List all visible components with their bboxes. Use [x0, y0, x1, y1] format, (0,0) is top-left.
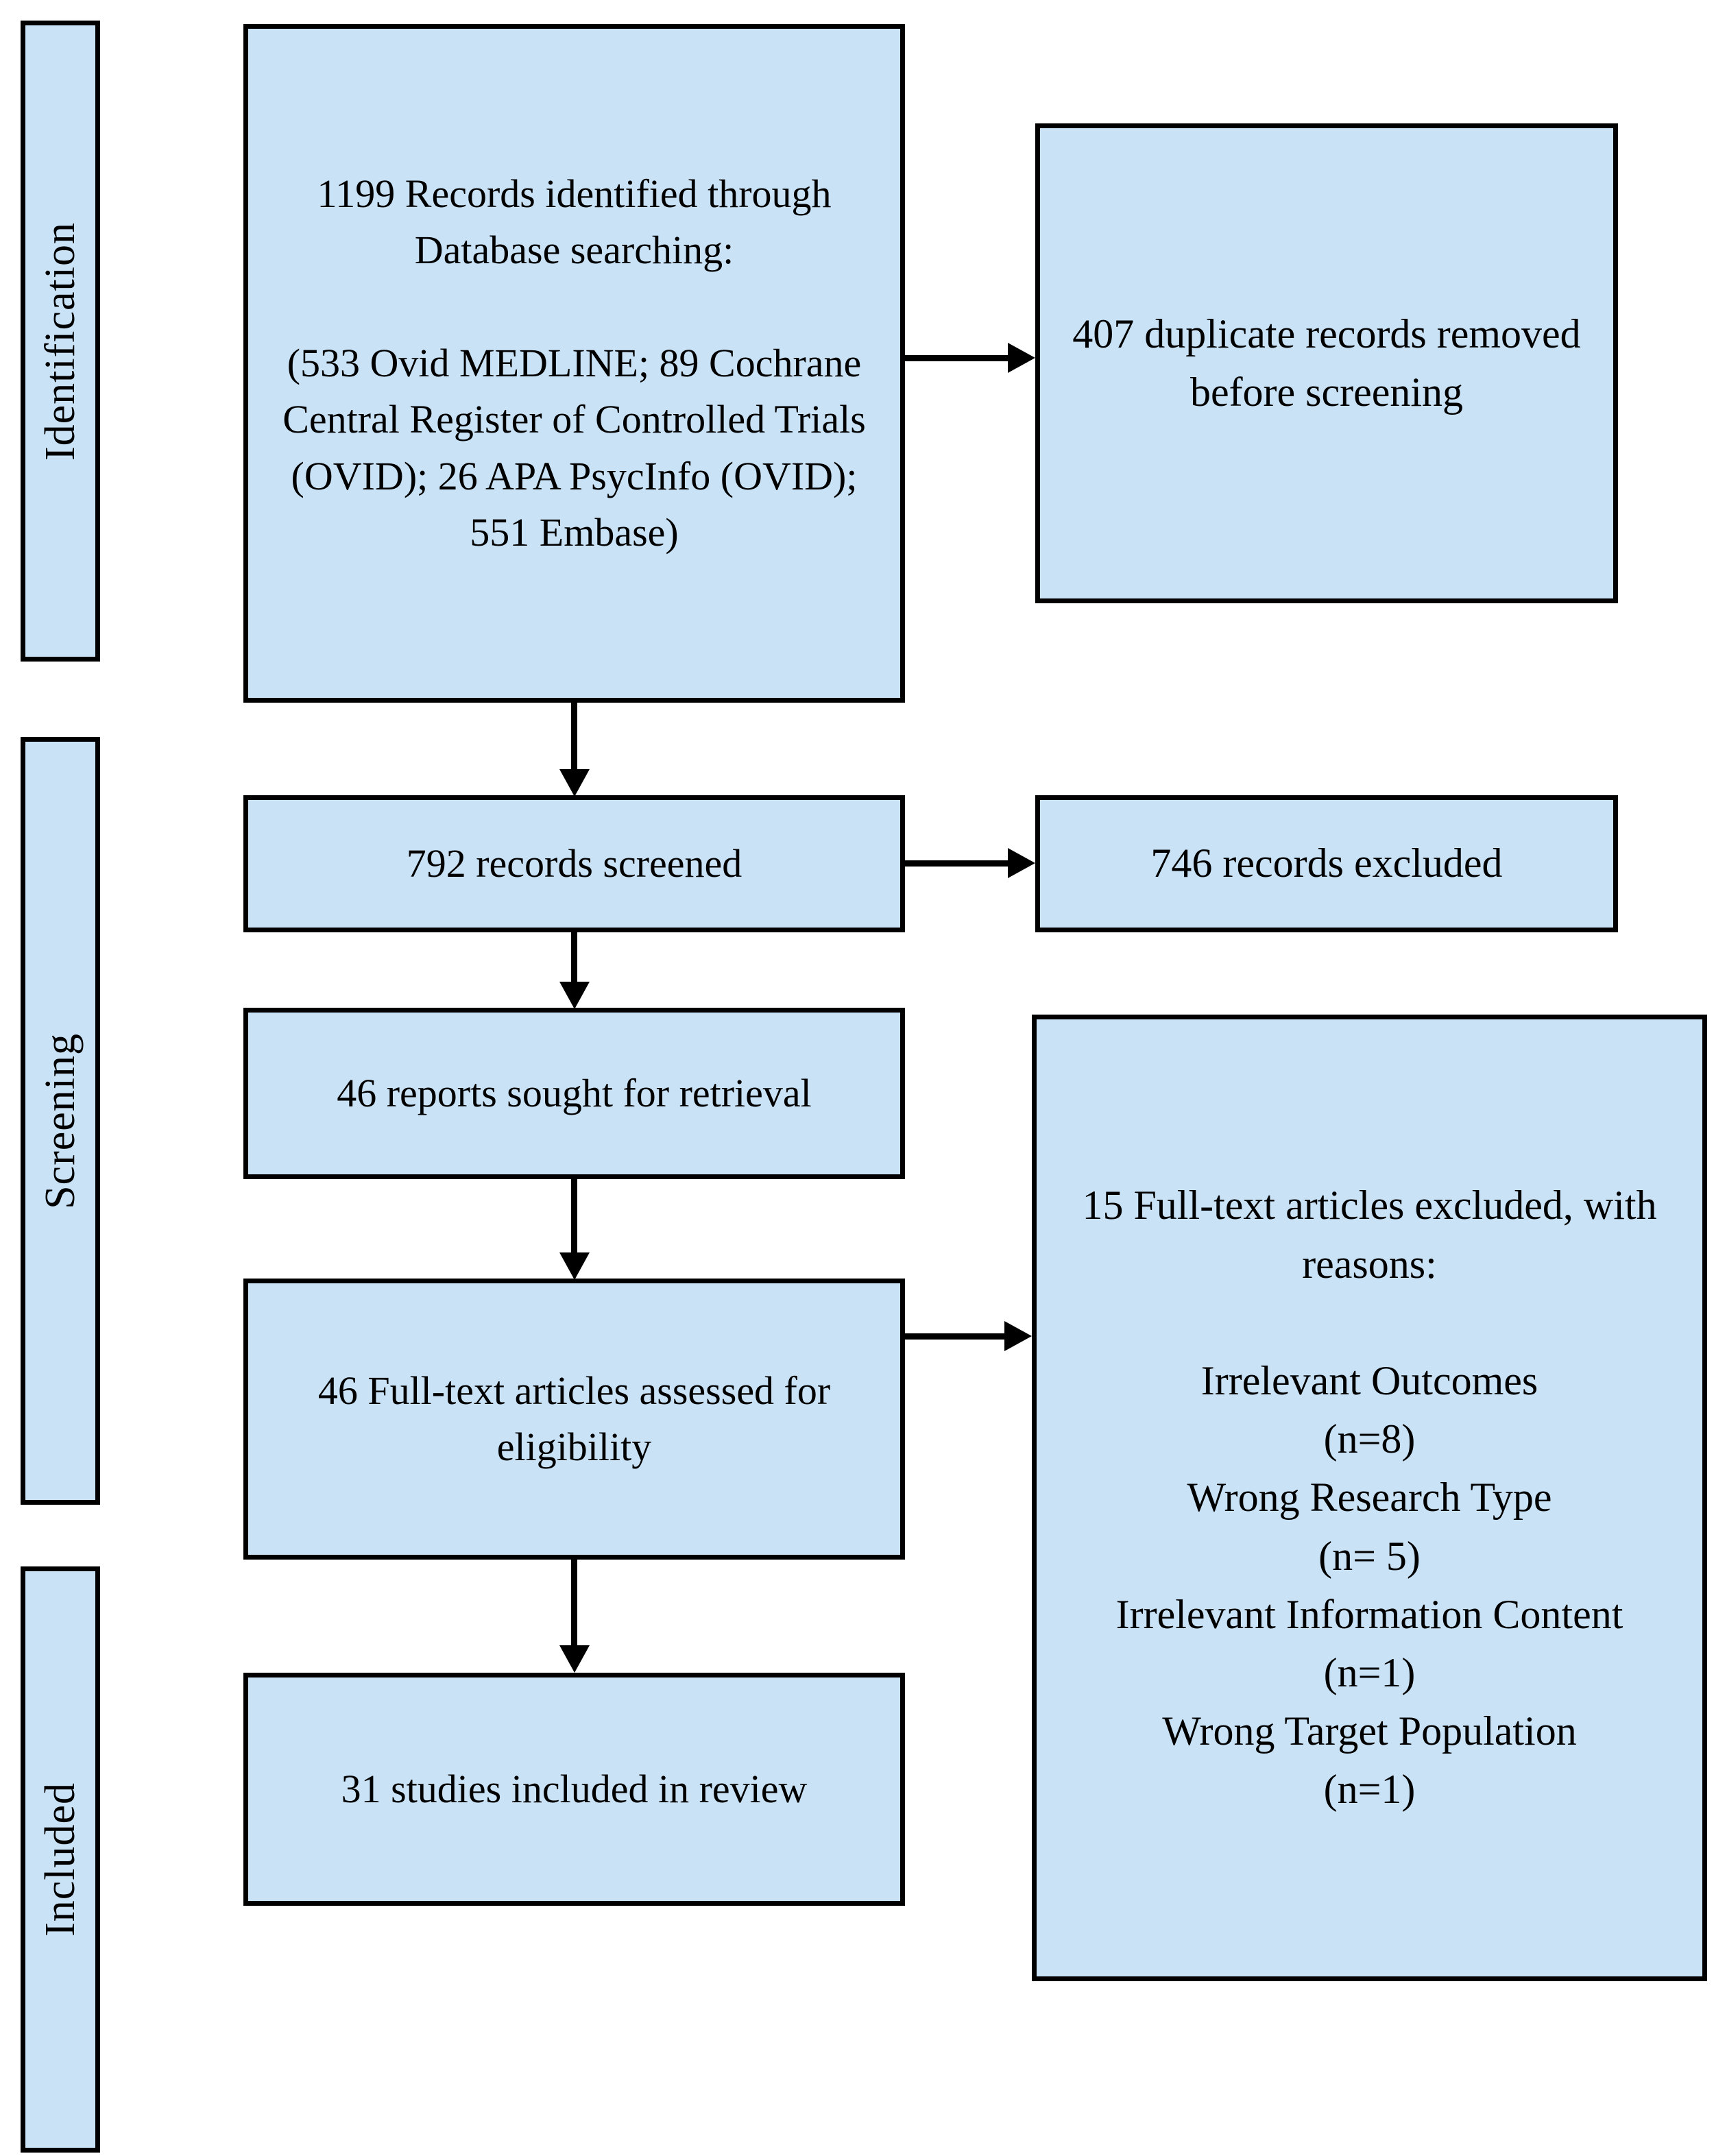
stage-screening: Screening — [21, 737, 100, 1505]
connector-screened-to-sought — [571, 932, 577, 984]
arrowhead-identified-to-screened — [559, 769, 590, 797]
arrowhead-assessed-to-included — [559, 1645, 590, 1673]
box-records-screened: 792 records screened — [243, 795, 905, 932]
connector-identified-to-screened — [571, 703, 577, 771]
box-fulltext-assessed: 46 Full-text articles assessed for eligi… — [243, 1279, 905, 1560]
box-reports-sought-text: 46 reports sought for retrieval — [337, 1070, 812, 1115]
stage-screening-label: Screening — [36, 1032, 84, 1209]
box-duplicates-removed: 407 duplicate records removed before scr… — [1035, 123, 1618, 603]
arrowhead-screened-to-excluded — [1008, 848, 1035, 878]
stage-included: Included — [21, 1566, 100, 2153]
box-fulltext-excluded-text: 15 Full-text articles excluded, with rea… — [1082, 1183, 1657, 1813]
box-records-screened-text: 792 records screened — [406, 840, 742, 886]
box-records-excluded: 746 records excluded — [1035, 795, 1618, 932]
box-studies-included-text: 31 studies included in review — [341, 1766, 808, 1811]
box-records-identified: 1199 Records identified through Database… — [243, 24, 905, 703]
arrowhead-assessed-to-fulltext-excluded — [1004, 1321, 1032, 1351]
box-studies-included: 31 studies included in review — [243, 1673, 905, 1906]
arrowhead-screened-to-sought — [559, 982, 590, 1009]
box-fulltext-excluded: 15 Full-text articles excluded, with rea… — [1032, 1015, 1707, 1981]
connector-assessed-to-included — [571, 1560, 577, 1647]
arrowhead-sought-to-assessed — [559, 1252, 590, 1280]
connector-assessed-to-fulltext-excluded — [905, 1333, 1004, 1340]
stage-included-label: Included — [36, 1782, 84, 1937]
box-records-identified-text: 1199 Records identified through Database… — [282, 171, 866, 555]
stage-identification: Identification — [21, 21, 100, 662]
box-records-excluded-text: 746 records excluded — [1150, 840, 1503, 886]
arrowhead-identified-to-duplicates — [1008, 343, 1035, 373]
connector-sought-to-assessed — [571, 1179, 577, 1255]
connector-screened-to-excluded — [905, 860, 1008, 867]
box-fulltext-assessed-text: 46 Full-text articles assessed for eligi… — [317, 1368, 831, 1469]
box-duplicates-removed-text: 407 duplicate records removed before scr… — [1072, 311, 1581, 415]
stage-identification-label: Identification — [36, 221, 84, 461]
box-reports-sought: 46 reports sought for retrieval — [243, 1008, 905, 1179]
connector-identified-to-duplicates — [905, 355, 1008, 361]
